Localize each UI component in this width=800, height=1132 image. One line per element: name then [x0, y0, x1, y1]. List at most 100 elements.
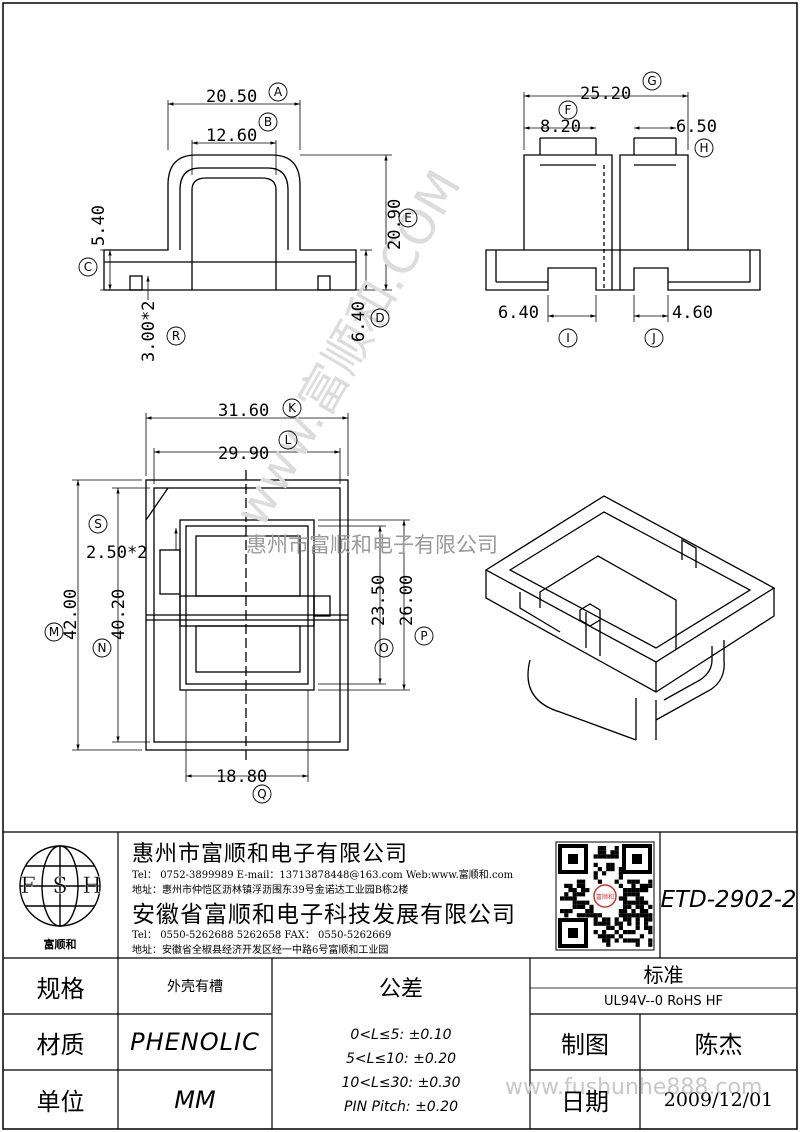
- qr-module: [597, 854, 602, 859]
- qr-module: [631, 892, 636, 897]
- qr-module: [606, 917, 611, 922]
- qr-module: [593, 913, 598, 918]
- logo-letters: F S H: [20, 874, 102, 899]
- qr-module: [631, 913, 636, 918]
- qr-module: [618, 875, 623, 880]
- dim-b: 12.60: [206, 126, 257, 146]
- qr-module: [631, 888, 636, 893]
- tolerance-line-2: 5<L≤10: ±0.20: [345, 1051, 457, 1067]
- dim-j: 4.60: [672, 303, 713, 323]
- company2-address: 地址：安徽省全椒县经济开发区经一中路6号富顺和工业园: [132, 945, 389, 956]
- qr-module: [623, 930, 628, 935]
- qr-module: [589, 909, 594, 914]
- watermark-bottom: www.fushunhe888.com: [505, 1075, 762, 1100]
- marker-letters: A B C D E F G H I J K L M N O P Q R S: [49, 74, 709, 801]
- spec-value: 外壳有槽: [167, 979, 223, 995]
- marker-b: [258, 112, 278, 132]
- qr-module: [602, 871, 607, 876]
- standard-label: 标准: [643, 962, 684, 987]
- qr-module: [618, 934, 623, 939]
- qr-module: [627, 888, 632, 893]
- qr-module: [610, 925, 615, 930]
- qr-module: [644, 913, 649, 918]
- company2-name: 安徽省富顺和电子科技发展有限公司: [132, 902, 516, 928]
- qr-module: [576, 900, 581, 905]
- qr-module: [618, 921, 623, 926]
- qr-module: [610, 934, 615, 939]
- front-view-dimensions: [523, 92, 689, 322]
- qr-module: [644, 900, 649, 905]
- tolerance-line-3: 10<L≤30: ±0.30: [341, 1075, 461, 1091]
- svg-text:M: M: [49, 625, 59, 639]
- marker-m: [44, 622, 64, 642]
- qr-module: [602, 921, 607, 926]
- qr-module: [593, 921, 598, 926]
- svg-text:C: C: [84, 260, 92, 274]
- qr-module: [627, 938, 632, 943]
- qr-module: [618, 925, 623, 930]
- dim-e: 20.90: [385, 199, 405, 250]
- company1-contact: Tel： 0752-3899989 E-mail：13713878448@163…: [132, 870, 514, 881]
- qr-module: [564, 896, 569, 901]
- dim-a: 20.50: [206, 87, 257, 107]
- qr-module: [572, 904, 577, 909]
- qr-module: [614, 846, 619, 851]
- marker-a: [268, 82, 288, 102]
- qr-module: [648, 879, 653, 884]
- qr-module: [589, 904, 594, 909]
- qr-module: [635, 925, 640, 930]
- qr-module: [618, 883, 623, 888]
- qr-module: [627, 900, 632, 905]
- top-view: [145, 470, 349, 760]
- dim-d: 6.40: [349, 301, 369, 342]
- qr-module: [610, 862, 615, 867]
- qr-module: [589, 913, 594, 918]
- qr-module: [581, 879, 586, 884]
- qr-module: [639, 883, 644, 888]
- qr-module: [623, 892, 628, 897]
- qr-module: [576, 913, 581, 918]
- tolerance-line-4: PIN Pitch: ±0.20: [344, 1099, 458, 1115]
- qr-module: [635, 938, 640, 943]
- qr-module: [618, 871, 623, 876]
- qr-module: [606, 862, 611, 867]
- qr-module: [631, 900, 636, 905]
- svg-text:B: B: [264, 115, 272, 129]
- dim-g: 25.20: [580, 84, 631, 104]
- dim-k: 31.60: [218, 401, 269, 421]
- qr-module: [606, 925, 611, 930]
- qr-module: [623, 938, 628, 943]
- tolerance-label: 公差: [378, 977, 423, 1002]
- marker-k: [282, 398, 302, 418]
- dim-h: 6.50: [676, 117, 717, 137]
- qr-module: [572, 888, 577, 893]
- marker-o: [374, 638, 394, 658]
- markers: [44, 71, 714, 804]
- qr-module: [644, 925, 649, 930]
- qr-module: [576, 879, 581, 884]
- qr-module: [635, 917, 640, 922]
- qr-module: [602, 917, 607, 922]
- qr-module: [635, 879, 640, 884]
- qr-module: [618, 909, 623, 914]
- qr-module: [597, 879, 602, 884]
- dim-m: 42.00: [61, 589, 81, 640]
- qr-module: [564, 913, 569, 918]
- side-view: [103, 154, 357, 291]
- marker-s: [88, 514, 108, 534]
- marker-f: [558, 100, 578, 120]
- tolerance-line-1: 0<L≤5: ±0.10: [350, 1027, 452, 1043]
- qr-module: [602, 850, 607, 855]
- drawn-value: 陈杰: [694, 1030, 743, 1059]
- marker-i: [558, 328, 578, 348]
- qr-module: [614, 879, 619, 884]
- svg-text:I: I: [566, 331, 570, 345]
- qr-module: [568, 883, 573, 888]
- svg-text:S: S: [94, 517, 102, 531]
- marker-d: [370, 308, 390, 328]
- unit-label: 单位: [36, 1088, 85, 1116]
- svg-text:K: K: [288, 401, 297, 415]
- dim-q: 18.80: [216, 767, 267, 787]
- qr-module: [568, 896, 573, 901]
